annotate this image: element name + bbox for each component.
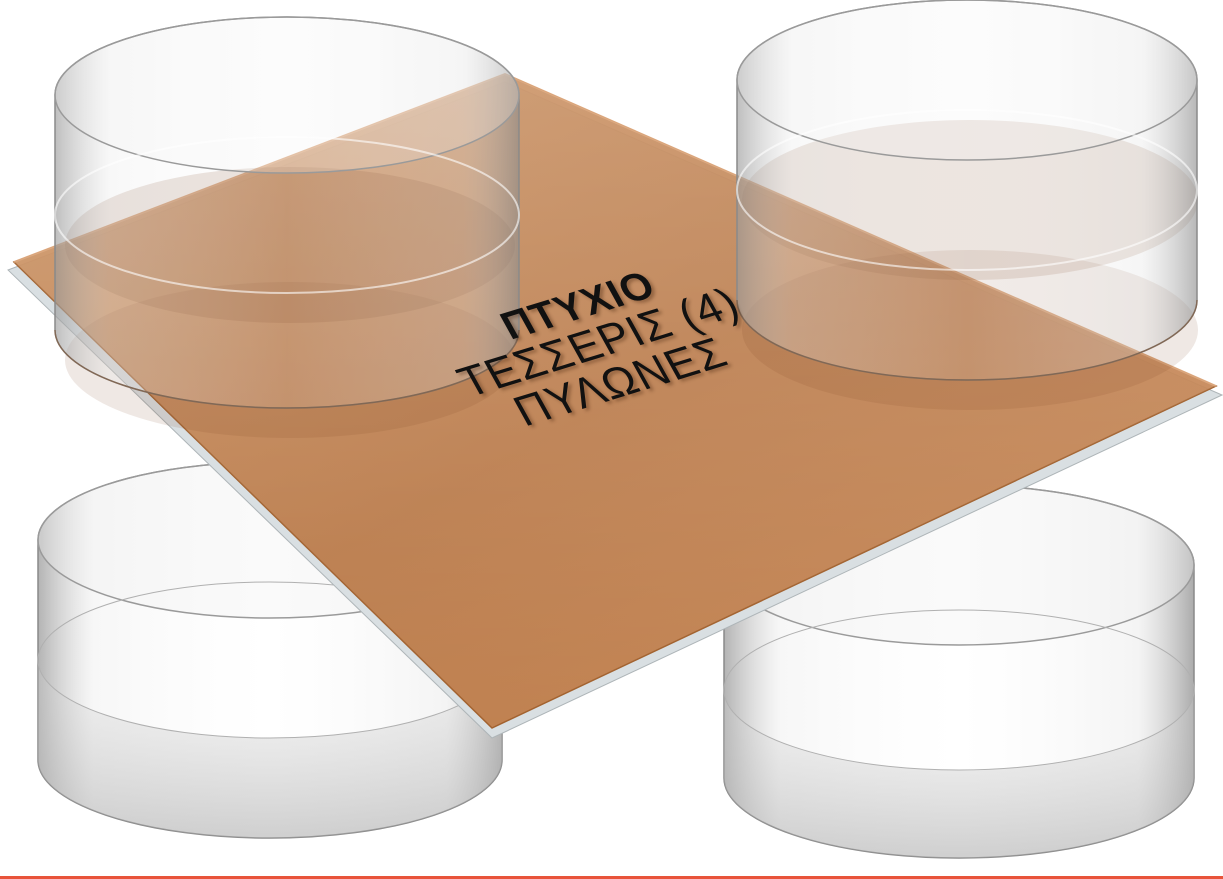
pillar-top-right: [737, 0, 1197, 380]
pillar-top-left: [55, 17, 519, 408]
